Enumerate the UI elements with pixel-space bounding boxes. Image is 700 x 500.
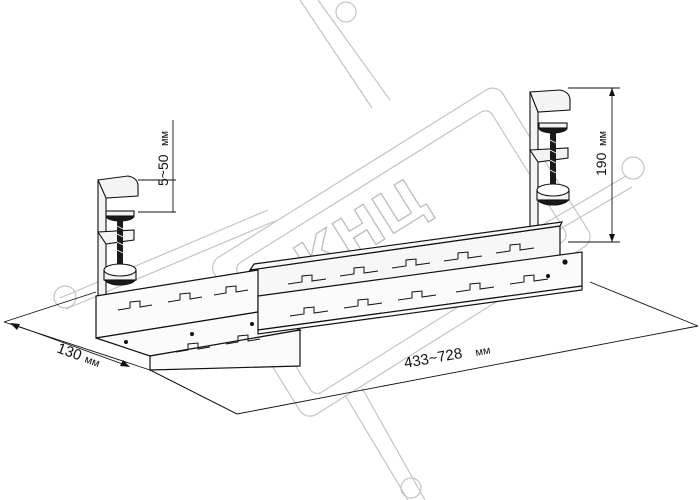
clamp-range-unit: мм <box>159 131 171 146</box>
right-clamp <box>529 89 571 253</box>
watermark-circle <box>53 285 77 309</box>
height-unit: мм <box>597 131 609 146</box>
clamp-dimension <box>138 120 176 213</box>
depth-arrow <box>11 323 129 367</box>
watermark-circle <box>335 1 357 23</box>
height-dimension <box>568 87 620 243</box>
width-arrow <box>149 369 238 415</box>
tray-slots <box>117 243 550 353</box>
watermark-circle <box>621 156 645 180</box>
clamp-range-value: 5~50 <box>155 154 171 186</box>
watermark <box>53 0 645 500</box>
width-unit: мм <box>474 345 491 359</box>
depth-unit: мм <box>83 354 101 370</box>
watermark-circle <box>400 477 422 499</box>
depth-value: 130 <box>55 340 84 365</box>
left-clamp <box>97 175 139 311</box>
dimension-labels: 433~728 мм 130 мм 5~50 мм 190 мм <box>55 131 609 372</box>
width-value: 433~728 <box>403 345 464 372</box>
height-value: 190 <box>593 152 609 176</box>
tray-front-left <box>95 269 303 371</box>
